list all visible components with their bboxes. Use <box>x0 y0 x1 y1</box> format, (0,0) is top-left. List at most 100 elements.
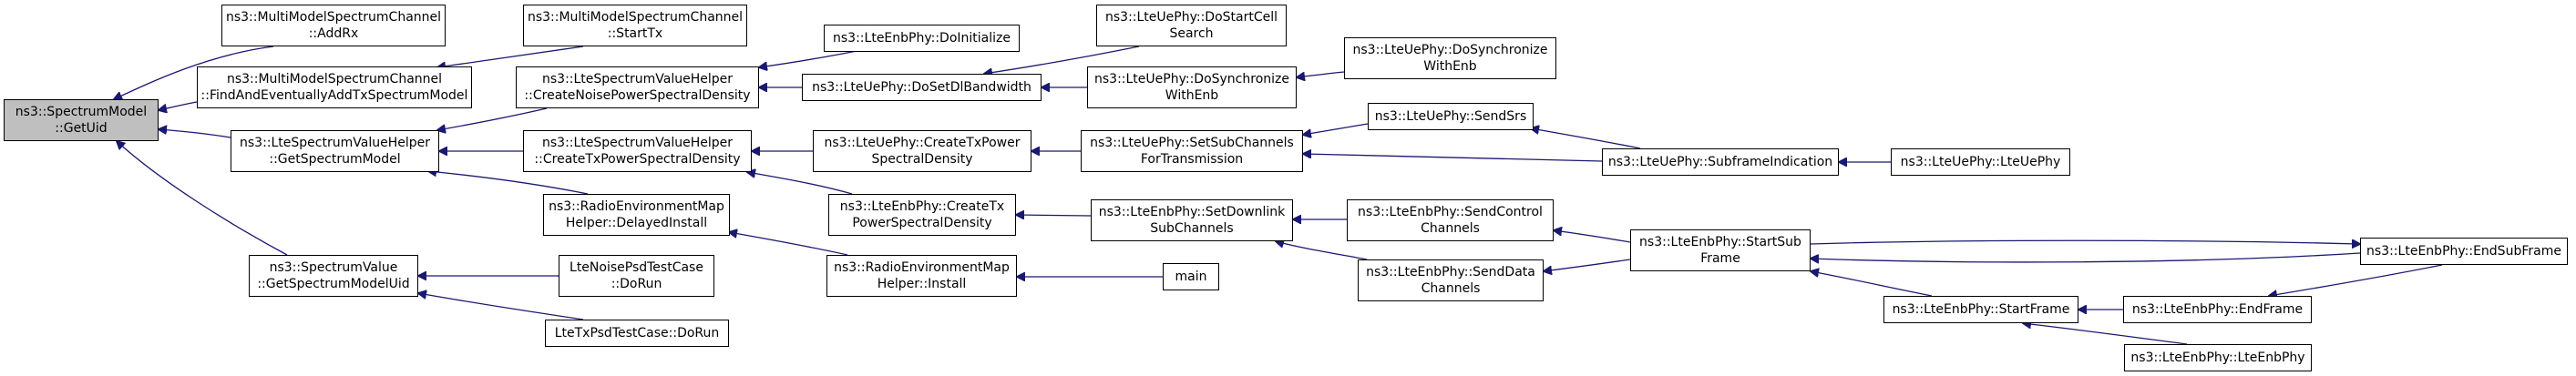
node-line: ns3::LteEnbPhy::SendControl <box>1358 205 1543 219</box>
node-line: PowerSpectralDensity <box>852 216 992 230</box>
node-lteuephy-lteuephy[interactable]: ns3::LteUePhy::LteUePhy <box>1891 148 2070 176</box>
node-line: ForTransmission <box>1140 152 1244 167</box>
edge-startsub-senddata <box>1544 259 1631 271</box>
node-line: LteTxPsdTestCase::DoRun <box>554 326 720 340</box>
node-ltespectrumvaluehelper-createnoisepowerspectraldensity[interactable]: ns3::LteSpectrumValueHelper ::CreateNois… <box>516 66 759 108</box>
node-line: ns3::LteEnbPhy::StartFrame <box>1892 302 2070 317</box>
node-lteuephy-setsubchannelsfortransmission[interactable]: ns3::LteUePhy::SetSubChannels ForTransmi… <box>1081 130 1303 172</box>
edge-delayedinstall-getspecmodel <box>428 171 589 195</box>
edge-subframeind-sendsrs <box>1531 128 1641 149</box>
edge-dosync2-dosync <box>1297 71 1345 77</box>
edge-findadd-getuid <box>159 101 198 110</box>
node-line: ::DoRun <box>611 277 662 291</box>
node-line: LteNoisePsdTestCase <box>570 260 703 275</box>
node-line: ns3::LteEnbPhy::StartSub <box>1639 235 1801 249</box>
node-line: ns3::LteUePhy::SendSrs <box>1374 109 1527 124</box>
node-multimodel-findandeventuallyaddtxspectrummodel[interactable]: ns3::MultiModelSpectrumChannel ::FindAnd… <box>197 66 472 108</box>
edge-senddata-setdlsubch <box>1276 241 1368 260</box>
node-line: ns3::LteUePhy::DoSynchronize <box>1352 43 1548 57</box>
node-lteuephy-sendsrs[interactable]: ns3::LteUePhy::SendSrs <box>1368 103 1534 130</box>
node-line: Channels <box>1421 221 1480 236</box>
edge-createnoise-getspecmodel <box>437 107 548 130</box>
node-ltetxpsdtestcase-dorun[interactable]: LteTxPsdTestCase::DoRun <box>545 320 729 347</box>
node-line: ns3::LteUePhy::DoSynchronize <box>1094 72 1289 86</box>
edge-subframeind-setsubch <box>1303 154 1603 162</box>
node-line: ::AddRx <box>308 26 359 41</box>
node-line: ::CreateNoisePowerSpectralDensity <box>524 88 751 103</box>
node-line: ns3::LteUePhy::LteUePhy <box>1900 155 2061 169</box>
node-ltespectrumvaluehelper-getspectrummodel[interactable]: ns3::LteSpectrumValueHelper ::GetSpectru… <box>231 130 439 172</box>
edge-lteenbphy-startframe <box>2023 323 2188 345</box>
node-multimodel-starttx[interactable]: ns3::MultiModelSpectrumChannel ::StartTx <box>523 5 747 46</box>
node-multimodel-addrx[interactable]: ns3::MultiModelSpectrumChannel ::AddRx <box>221 5 446 46</box>
node-line: SpectralDensity <box>871 152 973 167</box>
node-lteenbphy-endsubframe[interactable]: ns3::LteEnbPhy::EndSubFrame <box>2360 238 2568 265</box>
node-line: ns3::LteSpectrumValueHelper <box>542 72 733 86</box>
node-line: ns3::SpectrumModel <box>15 105 148 119</box>
node-line: ns3::LteUePhy::SetSubChannels <box>1090 136 1294 150</box>
node-lteuephy-dosynchronizewithenb-caller[interactable]: ns3::LteUePhy::DoSynchronize WithEnb <box>1344 37 1556 79</box>
edge-enbcreatetx-createtxpsd <box>747 172 853 195</box>
node-line: Search <box>1169 26 1214 41</box>
edge-endsubframe-endframe <box>2269 264 2443 296</box>
edge-reminstall-delayedinstall <box>729 232 848 256</box>
edge-dostartcell-dosetdlbw <box>984 46 1140 74</box>
edge-startsub-endsubframe <box>1810 240 2360 244</box>
edge-getspecmodel-getuid <box>159 129 231 138</box>
node-line: ns3::LteUePhy::DoStartCell <box>1105 10 1278 25</box>
node-line: ns3::LteUePhy::CreateTxPower <box>824 136 1021 150</box>
edge-txpsddorun-getspecmodeluid <box>418 293 584 320</box>
edge-enbdoinit-createnoise <box>759 50 857 67</box>
node-line: ns3::LteEnbPhy::EndFrame <box>2131 302 2304 317</box>
edge-starttx-findadd <box>437 46 584 67</box>
node-radioenvironmentmaphelper-delayedinstall[interactable]: ns3::RadioEnvironmentMap Helper::Delayed… <box>543 194 730 236</box>
node-line: Channels <box>1421 281 1481 296</box>
node-line: ns3::LteEnbPhy::DoInitialize <box>833 31 1011 46</box>
node-lteenbphy-endframe[interactable]: ns3::LteEnbPhy::EndFrame <box>2123 296 2312 323</box>
node-line: ns3::RadioEnvironmentMap <box>834 260 1010 275</box>
node-line: ns3::LteEnbPhy::LteEnbPhy <box>2130 351 2305 365</box>
node-line: ns3::LteEnbPhy::SetDownlink <box>1098 205 1286 219</box>
edge-endsubframe-startsub <box>1811 252 2361 262</box>
edge-setdlsubch-enbcreatetx <box>1016 215 1092 216</box>
node-lteuephy-dostartcellsearch[interactable]: ns3::LteUePhy::DoStartCell Search <box>1096 5 1287 46</box>
node-line: ns3::LteEnbPhy::CreateTx <box>839 199 1005 214</box>
node-spectrumvalue-getspectrummodeluid[interactable]: ns3::SpectrumValue ::GetSpectrumModelUid <box>249 255 418 297</box>
node-lteenbphy-doinitialize[interactable]: ns3::LteEnbPhy::DoInitialize <box>824 25 1020 52</box>
node-lteenbphy-startsubframe[interactable]: ns3::LteEnbPhy::StartSub Frame <box>1630 229 1811 271</box>
node-line: WithEnb <box>1423 59 1477 74</box>
node-line: ns3::RadioEnvironmentMap <box>549 199 724 214</box>
node-line: Helper::DelayedInstall <box>565 216 708 230</box>
node-line: ::GetSpectrumModelUid <box>257 277 410 291</box>
node-line: ns3::LteEnbPhy::SendData <box>1366 265 1535 279</box>
node-ltenoisepsdtestcase-dorun[interactable]: LteNoisePsdTestCase ::DoRun <box>559 255 714 297</box>
edge-startsub-sendctrl <box>1554 230 1631 243</box>
node-ltespectrumvaluehelper-createtxpowerspectraldensity[interactable]: ns3::LteSpectrumValueHelper ::CreateTxPo… <box>523 130 752 172</box>
node-line: ns3::MultiModelSpectrumChannel <box>226 72 443 86</box>
node-main[interactable]: main <box>1163 263 1219 290</box>
node-lteuephy-subframeindication[interactable]: ns3::LteUePhy::SubframeIndication <box>1602 148 1839 176</box>
node-lteenbphy-startframe[interactable]: ns3::LteEnbPhy::StartFrame <box>1883 296 2078 323</box>
node-spectrummodel-getuid: ns3::SpectrumModel ::GetUid <box>4 99 159 141</box>
node-lteenbphy-setdownlinksubchannels[interactable]: ns3::LteEnbPhy::SetDownlink SubChannels <box>1091 199 1293 241</box>
node-line: Frame <box>1700 251 1740 266</box>
node-line: ns3::MultiModelSpectrumChannel <box>225 10 442 25</box>
node-lteuephy-dosetdlbandwidth[interactable]: ns3::LteUePhy::DoSetDlBandwidth <box>802 74 1042 101</box>
node-lteuephy-createtxpowerspectraldensity[interactable]: ns3::LteUePhy::CreateTxPower SpectralDen… <box>813 130 1031 172</box>
node-lteenbphy-senddatachannels[interactable]: ns3::LteEnbPhy::SendData Channels <box>1358 259 1544 301</box>
edge-addrx-getuid <box>114 46 274 99</box>
node-line: ::CreateTxPowerSpectralDensity <box>534 152 741 167</box>
node-line: ns3::LteUePhy::DoSetDlBandwidth <box>812 80 1031 95</box>
node-radioenvironmentmaphelper-install[interactable]: ns3::RadioEnvironmentMap Helper::Install <box>826 255 1017 297</box>
node-lteenbphy-createtxpowerspectraldensity[interactable]: ns3::LteEnbPhy::CreateTx PowerSpectralDe… <box>828 194 1016 236</box>
node-line: SubChannels <box>1150 221 1234 236</box>
node-line: ::GetUid <box>55 121 108 136</box>
node-line: ::StartTx <box>607 26 663 41</box>
node-lteuephy-dosynchronizewithenb[interactable]: ns3::LteUePhy::DoSynchronize WithEnb <box>1087 66 1297 108</box>
node-line: ns3::LteEnbPhy::EndSubFrame <box>2366 244 2561 259</box>
node-line: ::GetSpectrumModel <box>269 152 401 167</box>
node-line: main <box>1175 269 1207 284</box>
node-lteenbphy-lteenbphy[interactable]: ns3::LteEnbPhy::LteEnbPhy <box>2124 344 2312 371</box>
node-lteenbphy-sendcontrolchannels[interactable]: ns3::LteEnbPhy::SendControl Channels <box>1347 199 1554 241</box>
